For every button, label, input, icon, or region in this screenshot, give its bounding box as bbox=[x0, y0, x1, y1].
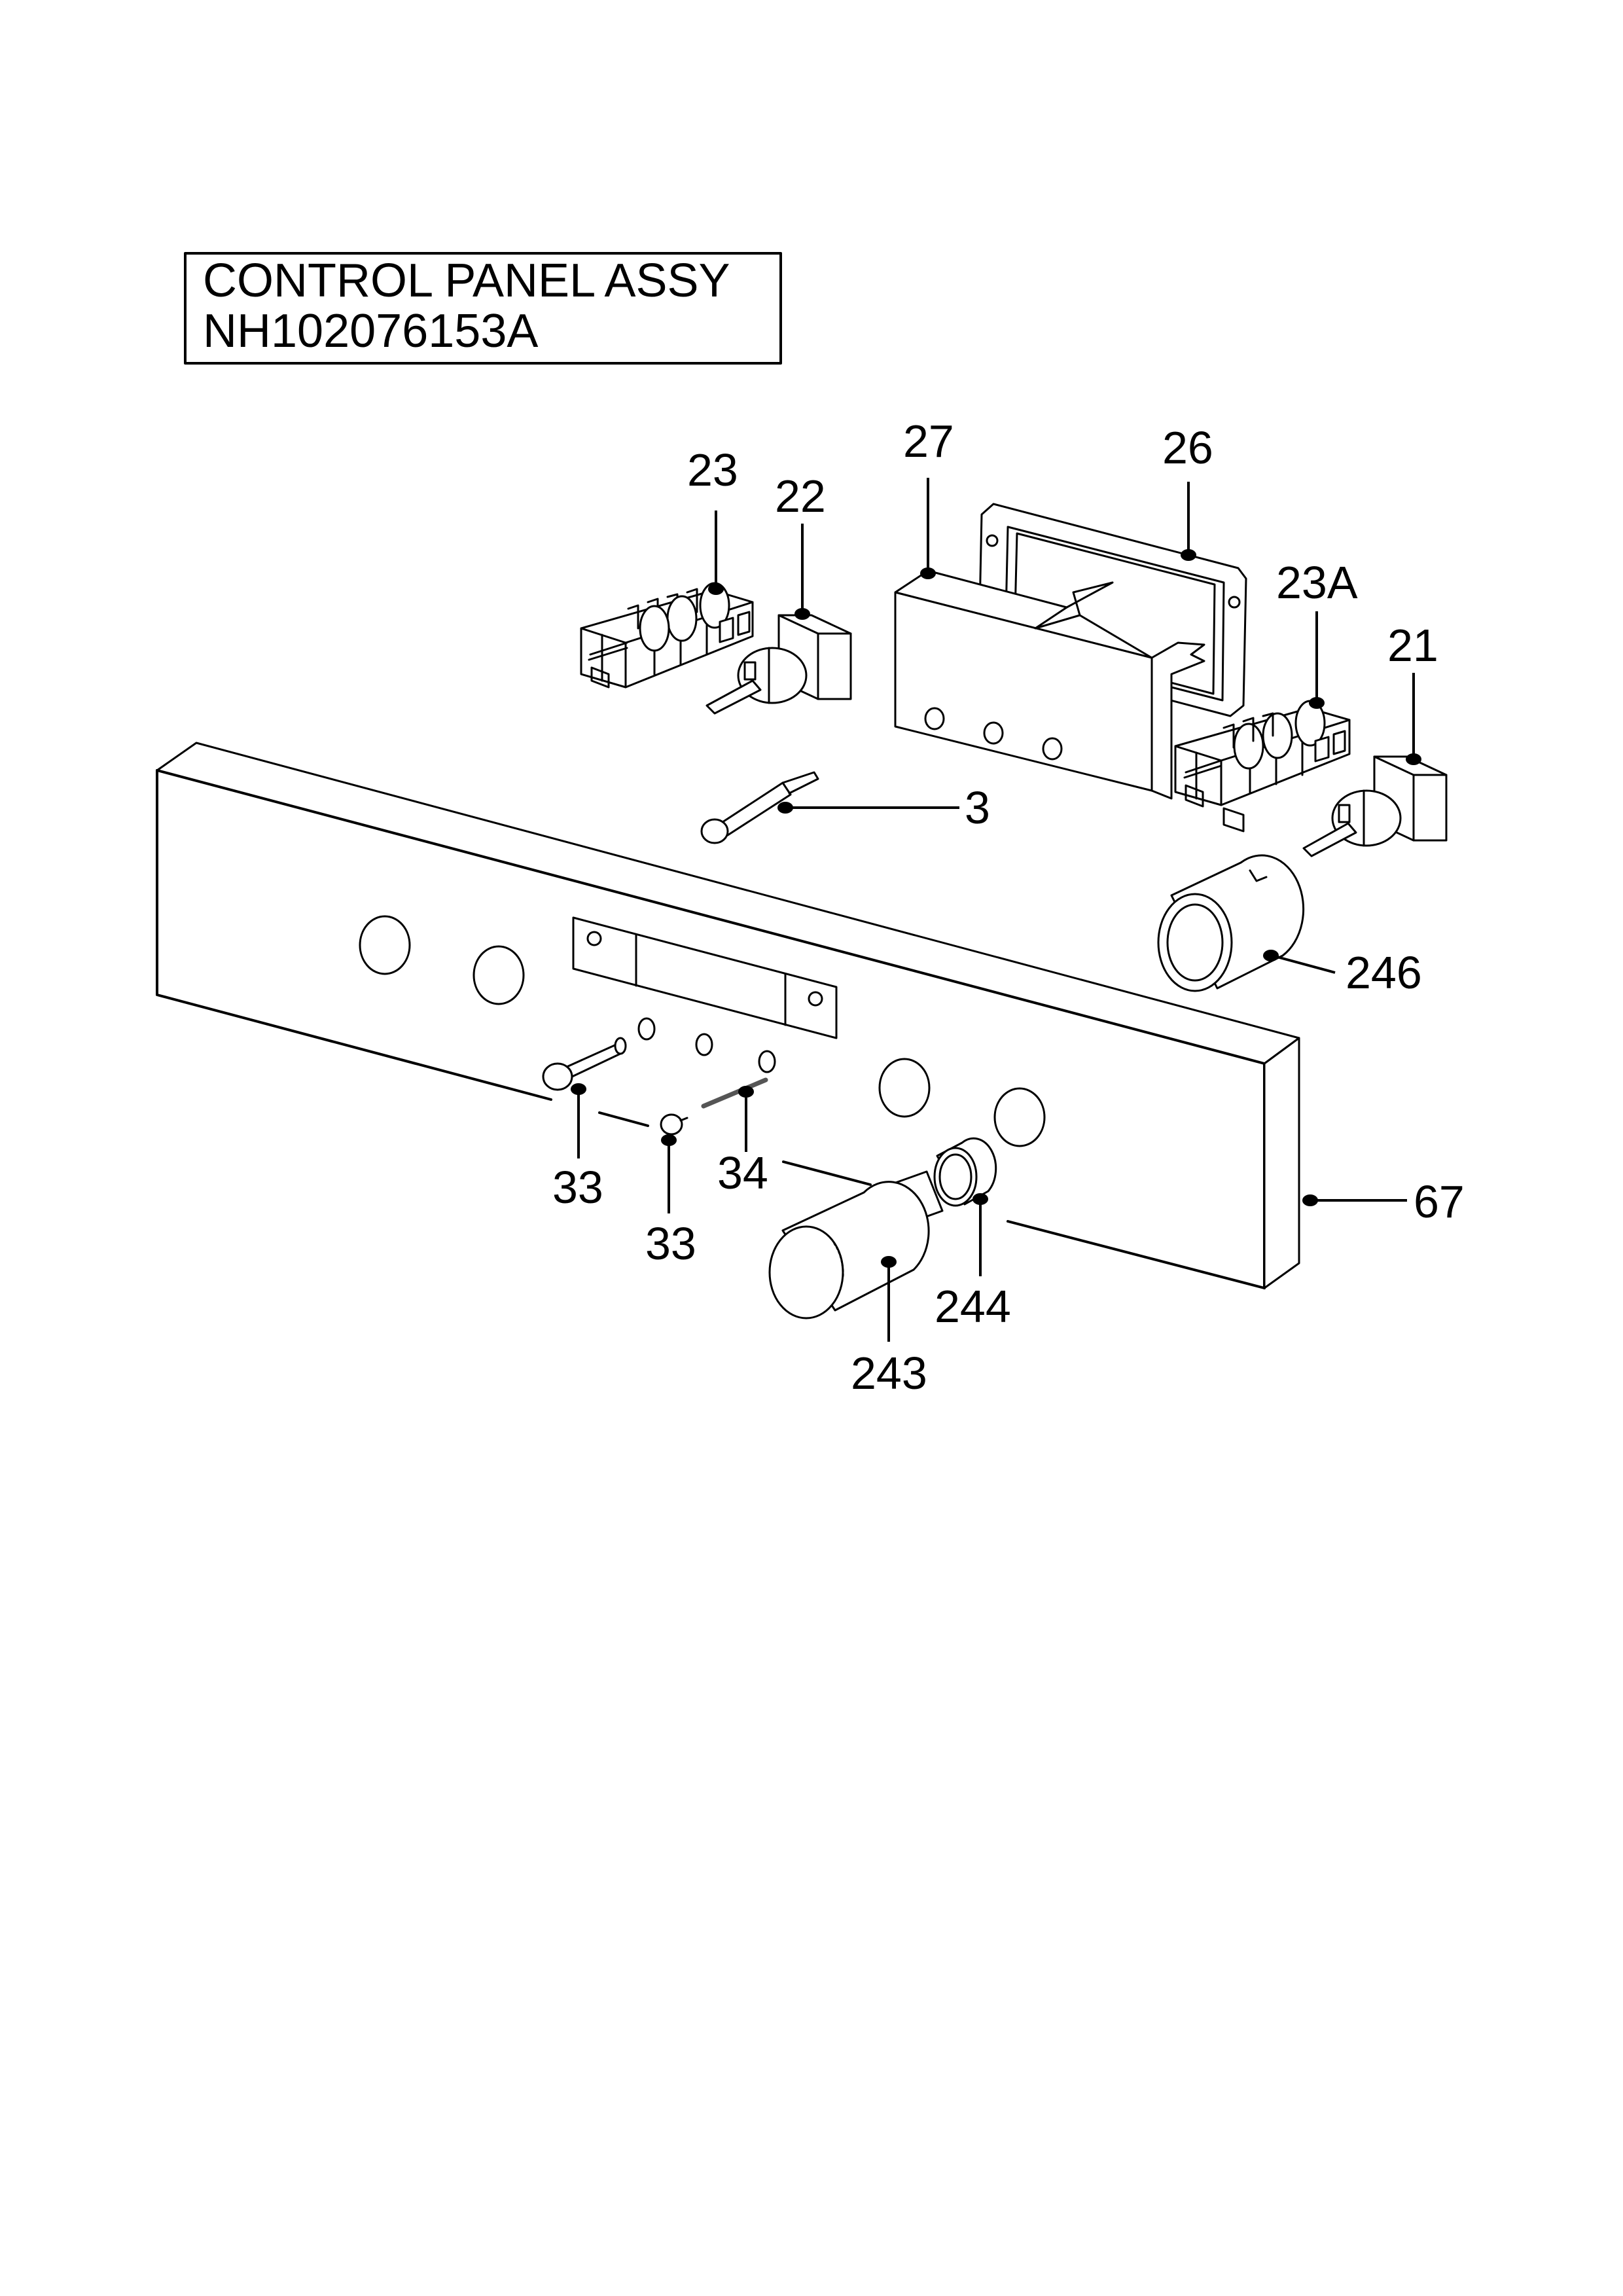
callout-33-small: 33 bbox=[645, 1218, 696, 1269]
callout-33-large: 33 bbox=[552, 1162, 603, 1213]
callout-67: 67 bbox=[1414, 1176, 1465, 1227]
callout-244: 244 bbox=[935, 1281, 1011, 1332]
thermostat-22 bbox=[705, 614, 852, 715]
callout-21: 21 bbox=[1387, 620, 1438, 671]
ring-244 bbox=[933, 1137, 997, 1207]
callout-3: 3 bbox=[965, 782, 990, 833]
knob-ring-246 bbox=[1157, 854, 1305, 992]
callout-34: 34 bbox=[717, 1147, 768, 1198]
indicator-lamp-3 bbox=[700, 771, 819, 844]
callout-23: 23 bbox=[687, 444, 738, 495]
pin-33-small bbox=[660, 1113, 688, 1136]
callout-22: 22 bbox=[775, 471, 826, 522]
callout-labels: 23 22 27 26 23A 21 3 246 33 33 34 67 244… bbox=[552, 416, 1465, 1399]
callout-26: 26 bbox=[1162, 422, 1213, 473]
pin-33-large bbox=[542, 1037, 627, 1091]
callout-246: 246 bbox=[1346, 947, 1422, 998]
thermostat-21 bbox=[1302, 755, 1448, 857]
callout-27: 27 bbox=[903, 416, 954, 467]
title-line-1: CONTROL PANEL ASSY bbox=[203, 255, 730, 307]
control-panel-fascia bbox=[156, 742, 1300, 1289]
rotary-switch-23 bbox=[580, 582, 754, 689]
rod-34 bbox=[701, 1077, 768, 1109]
rotary-switch-23a bbox=[1174, 700, 1351, 833]
control-knob-243 bbox=[768, 1170, 944, 1319]
callout-243: 243 bbox=[851, 1348, 927, 1399]
callout-23a: 23A bbox=[1276, 557, 1358, 608]
clock-display-27 bbox=[894, 569, 1205, 800]
title-line-2: NH102076153A bbox=[203, 305, 538, 357]
callout-leaders bbox=[571, 478, 1421, 1342]
title-block: CONTROL PANEL ASSY NH102076153A bbox=[184, 252, 782, 365]
